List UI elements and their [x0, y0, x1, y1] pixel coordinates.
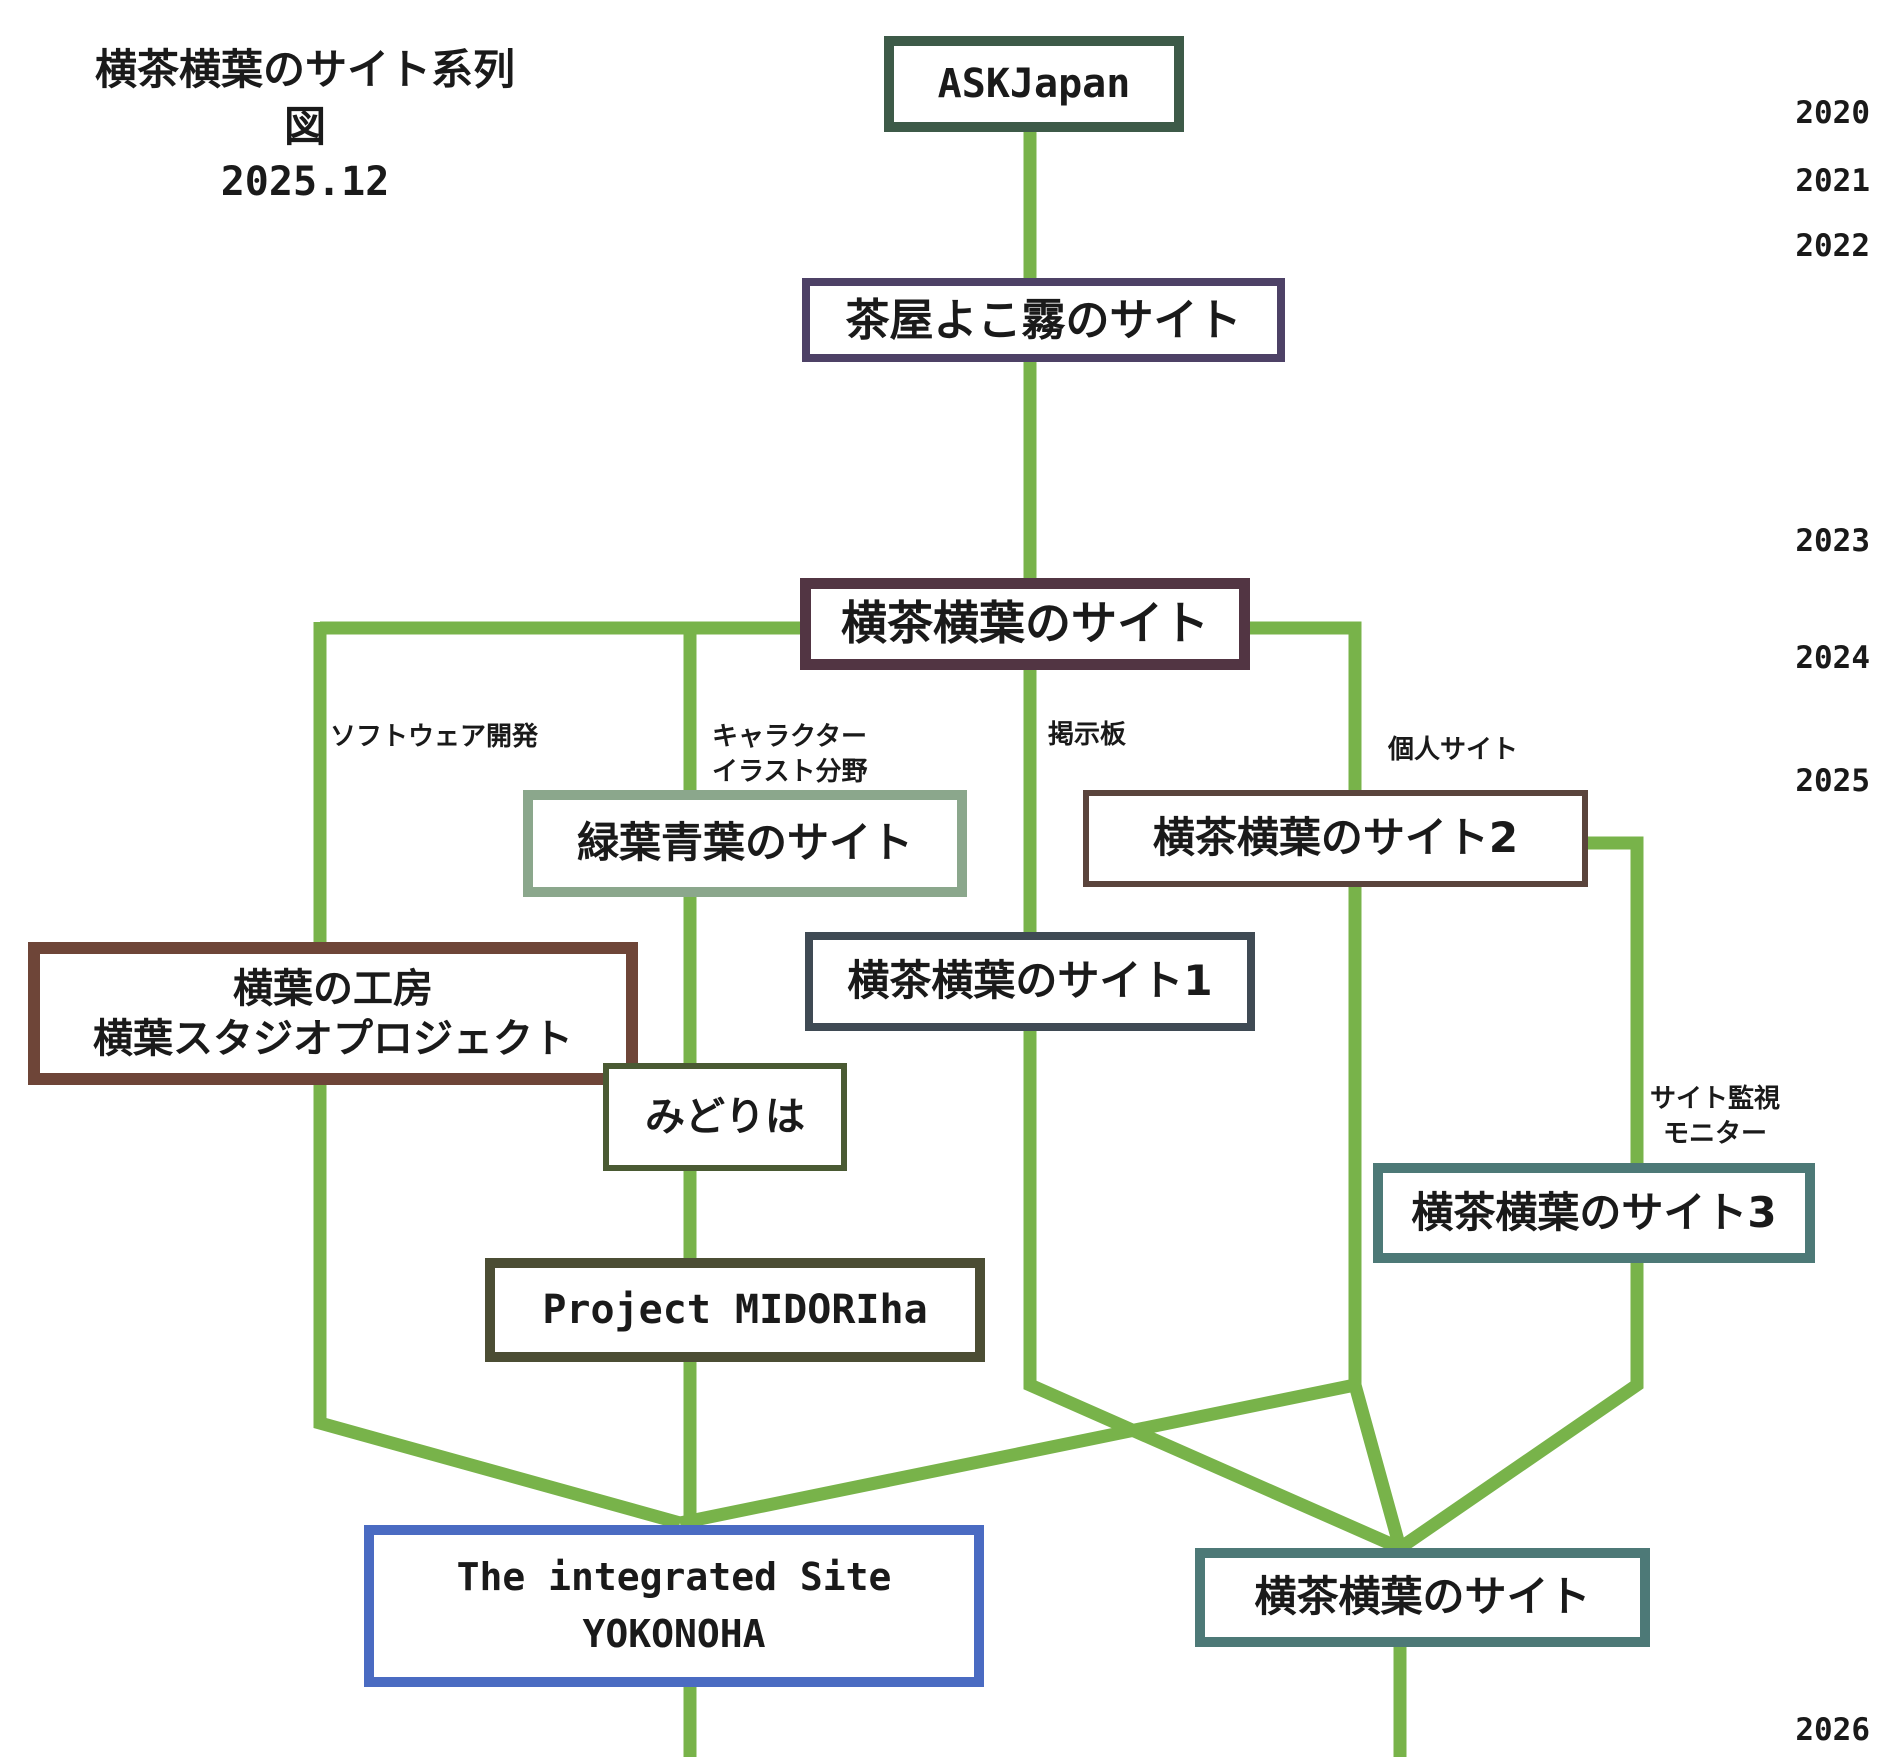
node-yokonoha-kobo: 横葉の工房 横葉スタジオプロジェクト [28, 942, 638, 1085]
diagram-title-date: 2025.12 [220, 159, 390, 206]
node-yokonoha-label-line2: YOKONOHA [582, 1612, 766, 1656]
node-main-label: 横茶横葉のサイト [841, 596, 1209, 651]
node-chaya-label: 茶屋よこ霧のサイト [845, 294, 1242, 346]
node-askjapan-label: ASKJapan [937, 61, 1131, 107]
branch-label-character-illustration: キャラクター イラスト分野 [712, 720, 867, 790]
year-label-2023: 2023 [1795, 523, 1870, 559]
year-label-2025: 2025 [1795, 763, 1870, 799]
node-site1-label: 横茶横葉のサイト1 [847, 956, 1213, 1006]
line-fork-personal-site-branch [320, 621, 1362, 792]
node-askjapan: ASKJapan [884, 36, 1184, 132]
line-site2-to-yokonoha [678, 1378, 1357, 1530]
year-label-2020: 2020 [1795, 95, 1870, 131]
node-integrated-site-yokonoha: The integrated Site YOKONOHA [364, 1525, 984, 1687]
branch-label-character-line2: イラスト分野 [712, 757, 868, 788]
diagram-title: 横茶横葉のサイト系列図 2025.12 [75, 42, 535, 209]
node-kobo-label-line2: 横葉スタジオプロジェクト [93, 1015, 573, 1062]
node-kobo-label-line1: 横葉の工房 [233, 965, 433, 1012]
diagram-title-text: 横茶横葉のサイト系列図 [94, 45, 515, 151]
branch-label-monitor-line1: サイト監視 [1649, 1084, 1780, 1114]
year-label-2021: 2021 [1795, 163, 1870, 199]
year-label-2024: 2024 [1795, 640, 1870, 676]
node-project-midoriha: Project MIDORIha [485, 1258, 985, 1362]
branch-label-bbs: 掲示板 [1048, 720, 1127, 750]
node-site3-label: 横茶横葉のサイト3 [1411, 1187, 1777, 1237]
year-label-2022: 2022 [1795, 228, 1870, 264]
node-ryokuyo-label: 緑葉青葉のサイト [576, 818, 913, 868]
line-software-branch [313, 622, 682, 1530]
branch-label-monitor-line2: モニター [1662, 1119, 1767, 1150]
branch-label-site-monitor: サイト監視 モニター [1620, 1082, 1810, 1152]
node-chaya-yokogiri-site: 茶屋よこ霧のサイト [802, 278, 1285, 362]
node-midoriha: みどりは [603, 1063, 847, 1171]
branch-label-character-line1: キャラクター [712, 722, 867, 752]
node-yokocha-yokonoha-site-new: 横茶横葉のサイト [1195, 1548, 1650, 1647]
line-spine-bbs-branch [1023, 90, 1403, 1554]
branch-label-personal-site: 個人サイト [1388, 735, 1519, 765]
node-site2-label: 横茶横葉のサイト2 [1152, 813, 1519, 863]
line-monitor-branch [1396, 836, 1644, 1554]
node-yokocha-site3: 横茶横葉のサイト3 [1373, 1163, 1815, 1263]
node-yokocha-site2: 横茶横葉のサイト2 [1083, 790, 1588, 887]
node-midoriha-label: みどりは [645, 1094, 805, 1140]
branch-label-software-development: ソフトウェア開発 [330, 722, 539, 752]
node-yokonoha-label-line1: The integrated Site [456, 1555, 892, 1599]
node-project-label: Project MIDORIha [542, 1287, 928, 1333]
node-newsite-label: 横茶横葉のサイト [1254, 1572, 1591, 1622]
year-label-2026: 2026 [1795, 1712, 1870, 1748]
node-yokocha-yokonoha-site: 横茶横葉のサイト [800, 578, 1250, 670]
node-yokocha-site1: 横茶横葉のサイト1 [805, 932, 1255, 1031]
node-ryokuyo-aoba-site: 緑葉青葉のサイト [523, 790, 967, 897]
